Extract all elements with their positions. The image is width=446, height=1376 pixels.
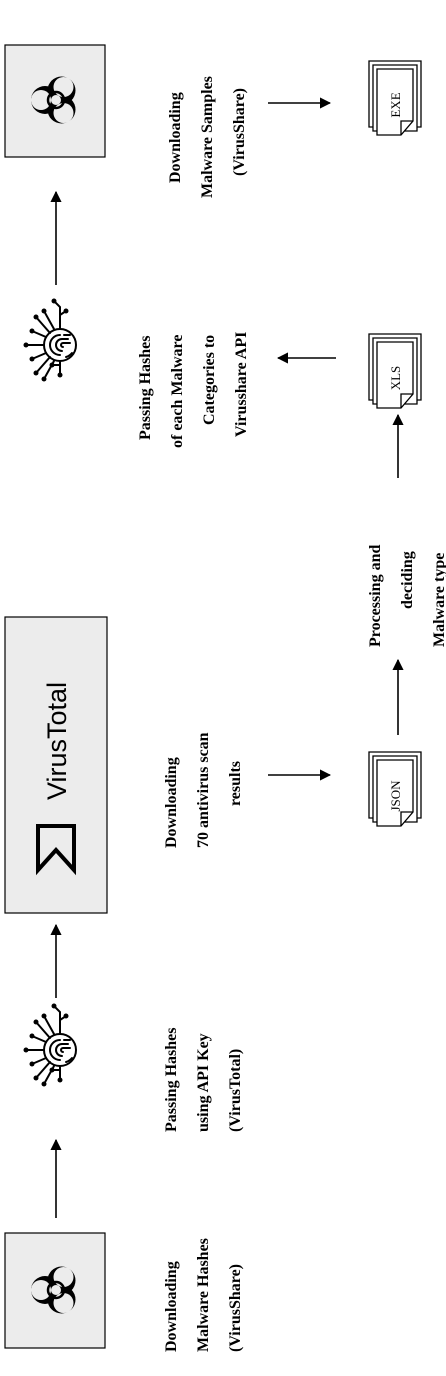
document-icon-exe: EXE bbox=[368, 60, 422, 136]
virustotal-logo-text: VirusTotal bbox=[42, 682, 72, 800]
svg-text:JSON: JSON bbox=[388, 780, 403, 812]
label-passing-hashes-vt: Passing Hashes using API Key (VirusTotal… bbox=[163, 1024, 244, 1132]
fingerprint-key-icon bbox=[23, 1003, 77, 1087]
fingerprint-key-icon bbox=[23, 298, 77, 382]
label-download-samples: Downloading Malware Samples (VirusShare) bbox=[167, 72, 248, 198]
label-download-hashes: Downloading Malware Hashes (VirusShare) bbox=[163, 1234, 244, 1352]
svg-text:EXE: EXE bbox=[388, 92, 403, 117]
document-icon-xls: XLS bbox=[368, 333, 422, 409]
svg-text:XLS: XLS bbox=[388, 366, 403, 391]
label-processing: Processing and deciding Malware type bbox=[367, 541, 446, 647]
virustotal-logo: VirusTotal bbox=[4, 616, 108, 914]
document-icon-json: JSON bbox=[368, 751, 422, 827]
label-download-scans: Downloading 70 antivirus scan results bbox=[163, 728, 244, 848]
label-passing-hashes-vs: Passing Hashes of each Malware Categorie… bbox=[137, 331, 250, 448]
biohazard-box-target bbox=[4, 44, 106, 158]
biohazard-box-source bbox=[4, 1232, 106, 1349]
